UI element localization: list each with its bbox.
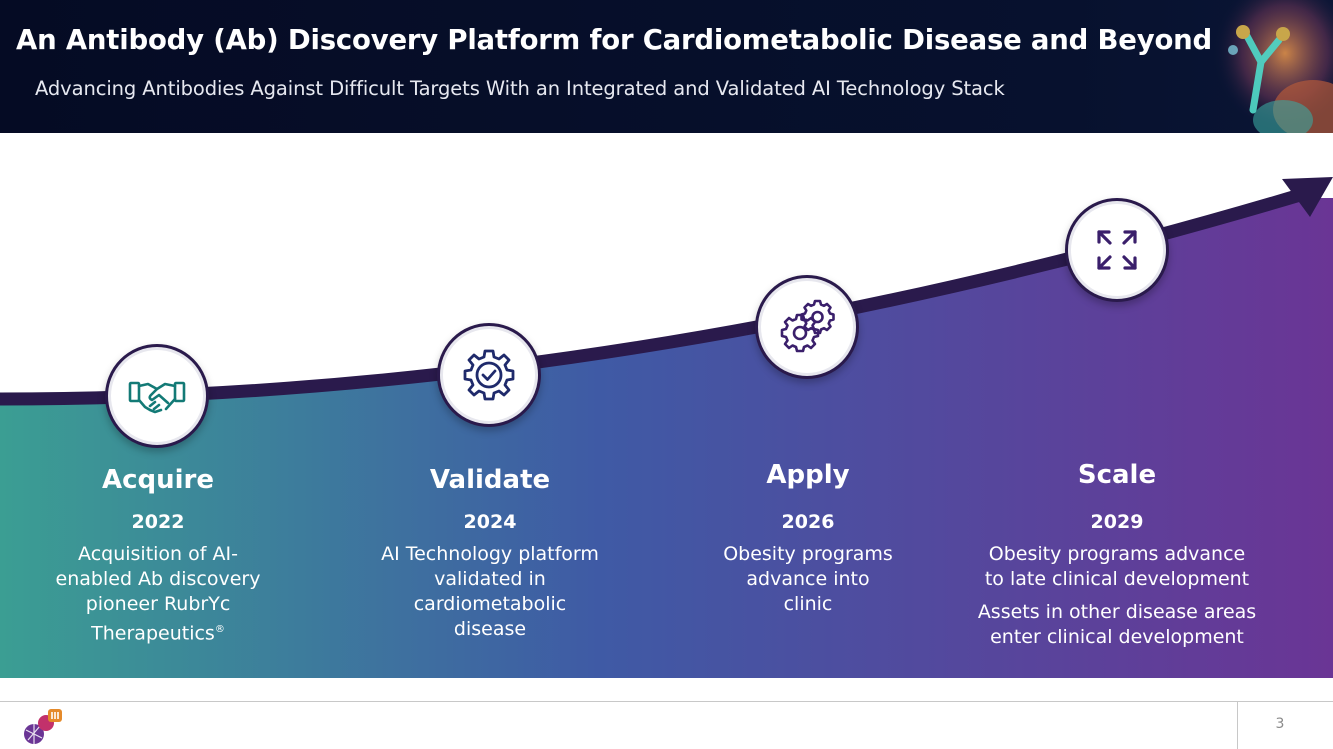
stage-description: Obesity programs advance to late clinica… bbox=[957, 542, 1277, 650]
stage-validate: Validate 2024 AI Technology platform val… bbox=[360, 462, 620, 662]
stage-title: Apply bbox=[766, 460, 850, 490]
page-number: 3 bbox=[1275, 716, 1285, 732]
stage-year: 2024 bbox=[463, 511, 517, 533]
stage-title: Scale bbox=[1077, 460, 1157, 490]
stage-title: Validate bbox=[429, 465, 551, 495]
stage-year: 2029 bbox=[1090, 511, 1144, 533]
acquire-node bbox=[105, 344, 209, 448]
apply-node bbox=[755, 275, 859, 379]
gear-check-icon bbox=[463, 349, 515, 401]
company-logo bbox=[24, 709, 62, 744]
stage-title: Acquire bbox=[101, 465, 215, 495]
footer-separator bbox=[1237, 702, 1238, 749]
stage-apply: Apply 2026 Obesity programs advance into… bbox=[678, 457, 938, 657]
handshake-icon bbox=[128, 381, 186, 414]
stage-description: Acquisition of AI- enabled Ab discovery … bbox=[55, 543, 261, 645]
stage-acquire: Acquire 2022 Acquisition of AI- enabled … bbox=[28, 462, 288, 662]
gears-icon bbox=[780, 299, 835, 353]
growth-arrow-head bbox=[1282, 177, 1333, 217]
footer-divider bbox=[0, 701, 1333, 702]
stage-year: 2022 bbox=[131, 511, 185, 533]
stage-description: AI Technology platform validated in card… bbox=[381, 543, 599, 640]
stage-year: 2026 bbox=[781, 511, 835, 533]
stage-scale: Scale 2029 Obesity programs advance to l… bbox=[957, 457, 1277, 657]
stage-paragraph: Obesity programs advance to late clinica… bbox=[984, 543, 1250, 590]
page-title: An Antibody (Ab) Discovery Platform for … bbox=[16, 24, 1213, 56]
registered-mark: ® bbox=[214, 624, 225, 635]
expand-arrows-icon bbox=[1097, 230, 1137, 270]
stage-paragraph: Assets in other disease areas enter clin… bbox=[977, 601, 1257, 648]
stage-description: Obesity programs advance into clinic bbox=[723, 543, 893, 615]
page-subtitle: Advancing Antibodies Against Difficult T… bbox=[35, 77, 1005, 100]
validate-node bbox=[437, 323, 541, 427]
growth-area bbox=[0, 198, 1333, 678]
scale-node bbox=[1065, 198, 1169, 302]
antibody-illustration bbox=[1213, 0, 1333, 133]
header-banner: An Antibody (Ab) Discovery Platform for … bbox=[0, 0, 1333, 133]
